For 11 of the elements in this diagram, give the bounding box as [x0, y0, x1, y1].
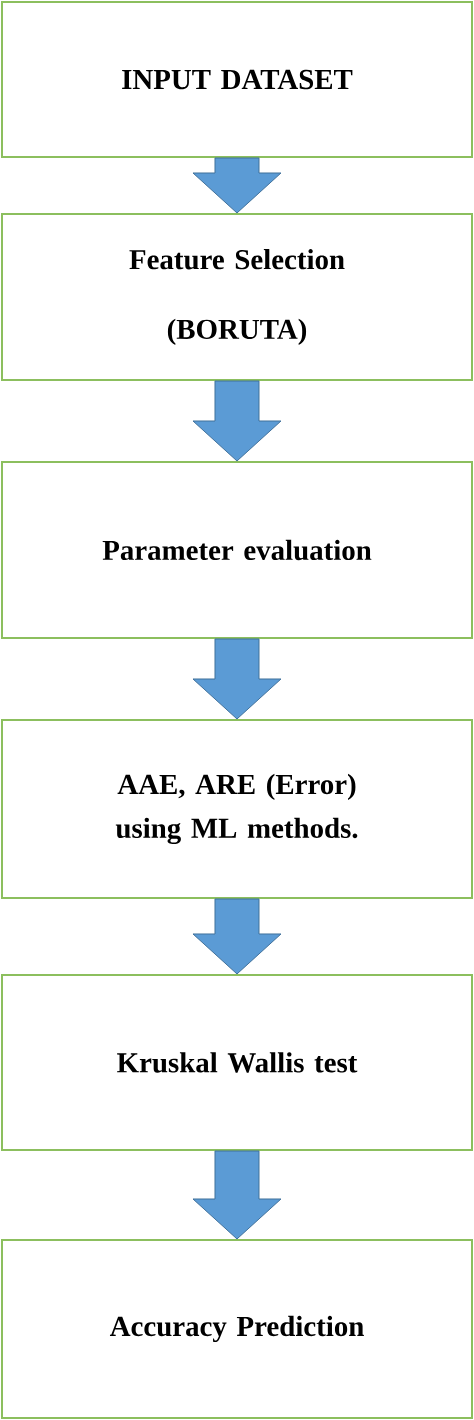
block-arrow [192, 898, 282, 975]
block-arrow [192, 157, 282, 214]
block-arrow [192, 638, 282, 720]
process-box: Accuracy Prediction [1, 1239, 473, 1419]
process-box: Kruskal Wallis test [1, 974, 473, 1151]
block-arrow [192, 380, 282, 462]
process-box: Parameter evaluation [1, 461, 473, 639]
process-box: Feature Selection (BORUTA) [1, 213, 473, 381]
process-box: INPUT DATASET [1, 1, 473, 158]
process-box: AAE, ARE (Error) using ML methods. [1, 719, 473, 899]
block-arrow [192, 1150, 282, 1240]
